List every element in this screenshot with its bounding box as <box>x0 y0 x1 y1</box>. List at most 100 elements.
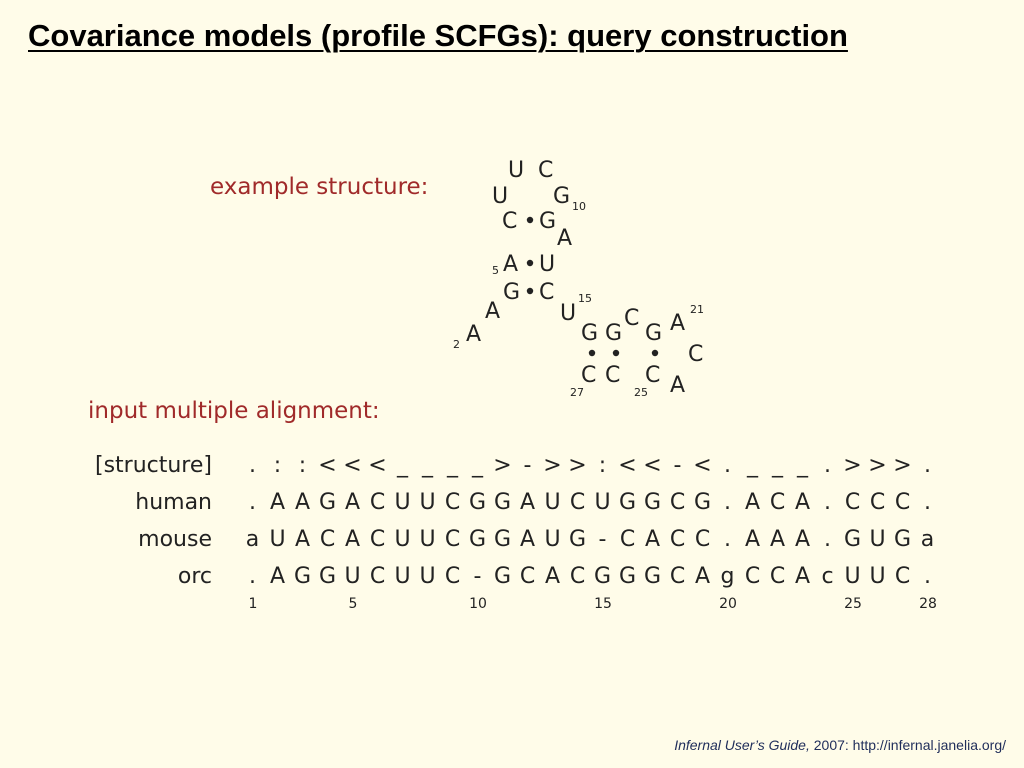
alignment-row-label: mouse <box>138 527 212 552</box>
nt-24: A <box>670 373 685 398</box>
alignment-cell: A <box>269 564 286 589</box>
pos-label-27: 27 <box>570 386 584 399</box>
alignment-cell: G <box>318 564 337 589</box>
alignment-cell: < <box>318 453 337 478</box>
input-alignment-label: input multiple alignment: <box>88 398 380 424</box>
alignment-cell: U <box>419 527 436 552</box>
citation-source: Infernal User’s Guide, <box>674 737 810 753</box>
alignment-cell: A <box>544 564 561 589</box>
nt-11: C <box>539 280 554 305</box>
alignment-cell: C <box>444 564 461 589</box>
nt-19: A <box>670 311 685 336</box>
alignment-cell: U <box>394 564 411 589</box>
alignment-cell: . <box>924 453 931 478</box>
alignment-cell: C <box>369 564 386 589</box>
alignment-position-number: 10 <box>469 596 487 612</box>
alignment-cell: _ <box>747 453 758 478</box>
nt-17: C <box>624 306 639 331</box>
nt-21: C <box>581 363 596 388</box>
alignment-cell: < <box>693 453 712 478</box>
alignment-cell: A <box>744 490 761 515</box>
alignment-cell: A <box>519 490 536 515</box>
alignment-cell: C <box>519 564 536 589</box>
alignment-cell: C <box>569 564 586 589</box>
alignment-cell: : <box>273 453 282 478</box>
alignment-cell: - <box>673 453 682 478</box>
pair-dot <box>526 287 534 295</box>
alignment-cell: A <box>644 527 661 552</box>
alignment-cell: A <box>744 527 761 552</box>
alignment-cell: C <box>769 564 786 589</box>
alignment-cell: A <box>794 490 811 515</box>
alignment-cell: C <box>869 490 886 515</box>
alignment-cell: G <box>618 564 637 589</box>
alignment-cell: A <box>794 527 811 552</box>
nt-14: A <box>466 322 481 347</box>
alignment-cell: A <box>344 527 361 552</box>
pos-label-15: 15 <box>578 292 592 305</box>
alignment-cell: A <box>269 490 286 515</box>
nt-15: G <box>581 321 598 346</box>
alignment-cell: _ <box>422 453 433 478</box>
alignment-cell: U <box>544 490 561 515</box>
alignment-cell: < <box>368 453 387 478</box>
alignment-row-label: human <box>135 490 212 515</box>
alignment-cell: U <box>394 527 411 552</box>
alignment-position-number: 28 <box>919 596 937 612</box>
alignment-cell: C <box>669 527 686 552</box>
alignment-cell: c <box>821 564 834 589</box>
alignment-cell: G <box>593 564 612 589</box>
alignment-cell: G <box>618 490 637 515</box>
alignment-cell: C <box>894 564 911 589</box>
alignment-cell: C <box>319 527 336 552</box>
alignment-cell: _ <box>447 453 458 478</box>
nt-12: A <box>485 299 500 324</box>
alignment-cell: U <box>869 564 886 589</box>
nt-23: C <box>645 363 660 388</box>
pair-dot <box>612 349 620 357</box>
alignment-cell: U <box>594 490 611 515</box>
alignment-cell: - <box>523 453 532 478</box>
alignment-cell: U <box>419 564 436 589</box>
alignment-cell: - <box>473 564 482 589</box>
alignment-position-number: 1 <box>248 596 258 612</box>
alignment-cell: C <box>694 527 711 552</box>
alignment-cell: . <box>724 453 731 478</box>
alignment-cell: A <box>769 527 786 552</box>
alignment-cell: G <box>493 564 512 589</box>
alignment-cell: > <box>868 453 887 478</box>
alignment-cell: > <box>493 453 512 478</box>
alignment-cell: G <box>643 490 662 515</box>
alignment-cell: < <box>643 453 662 478</box>
alignment-cell: U <box>344 564 361 589</box>
alignment-cell: G <box>293 564 312 589</box>
alignment-cell: C <box>669 564 686 589</box>
nt-16: G <box>605 321 622 346</box>
nt-8: A <box>503 252 518 277</box>
alignment-cell: . <box>724 527 731 552</box>
alignment-position-number: 20 <box>719 596 737 612</box>
alignment-cell: U <box>394 490 411 515</box>
alignment-cell: G <box>468 490 487 515</box>
nt-3: U <box>492 184 508 209</box>
alignment-cell: G <box>493 527 512 552</box>
alignment-cell: : <box>598 453 607 478</box>
citation: Infernal User’s Guide, 2007: http://infe… <box>674 737 1006 753</box>
pair-dot <box>588 349 596 357</box>
alignment-cell: . <box>249 490 256 515</box>
nt-5: C <box>502 209 517 234</box>
pair-dot <box>526 216 534 224</box>
alignment-cell: a <box>920 527 935 552</box>
alignment-position-number: 15 <box>594 596 612 612</box>
nt-7: A <box>557 226 572 251</box>
alignment-cell: - <box>598 527 607 552</box>
alignment-cell: G <box>643 564 662 589</box>
alignment-cell: _ <box>472 453 483 478</box>
alignment-cell: U <box>419 490 436 515</box>
alignment-cell: . <box>924 490 931 515</box>
alignment-cell: G <box>693 490 712 515</box>
nt-4: G <box>553 184 570 209</box>
alignment-cell: . <box>249 453 256 478</box>
alignment-cell: < <box>618 453 637 478</box>
